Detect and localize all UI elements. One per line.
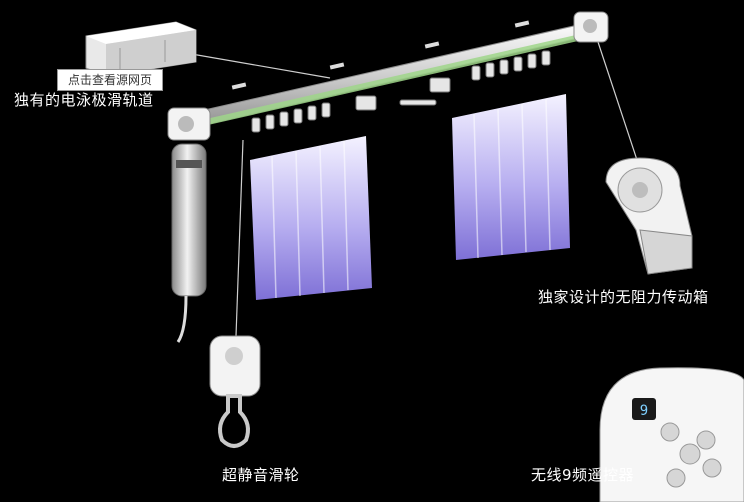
leader-lines bbox=[179, 41, 638, 337]
gearbox-detail-image bbox=[605, 157, 693, 275]
caption-gearbox: 独家设计的无阻力传动箱 bbox=[538, 288, 709, 306]
rail-end-cap-left bbox=[167, 107, 211, 141]
curtain-left bbox=[250, 136, 372, 300]
remote-control-image: 9 bbox=[599, 367, 744, 502]
tubular-motor bbox=[171, 143, 207, 343]
view-source-button[interactable]: 点击查看源网页 bbox=[57, 69, 163, 91]
rail-runners bbox=[251, 50, 551, 133]
caption-pulley: 超静音滑轮 bbox=[222, 466, 300, 484]
pulley-detail-image bbox=[209, 335, 261, 448]
curtain-right bbox=[452, 94, 570, 260]
rail-end-cap-right bbox=[573, 11, 609, 43]
caption-track: 独有的电泳极滑轨道 bbox=[14, 91, 154, 109]
track-profile-image bbox=[85, 21, 197, 77]
remote-display-digit: 9 bbox=[640, 403, 648, 419]
caption-remote: 无线9频遥控器 bbox=[531, 466, 635, 484]
